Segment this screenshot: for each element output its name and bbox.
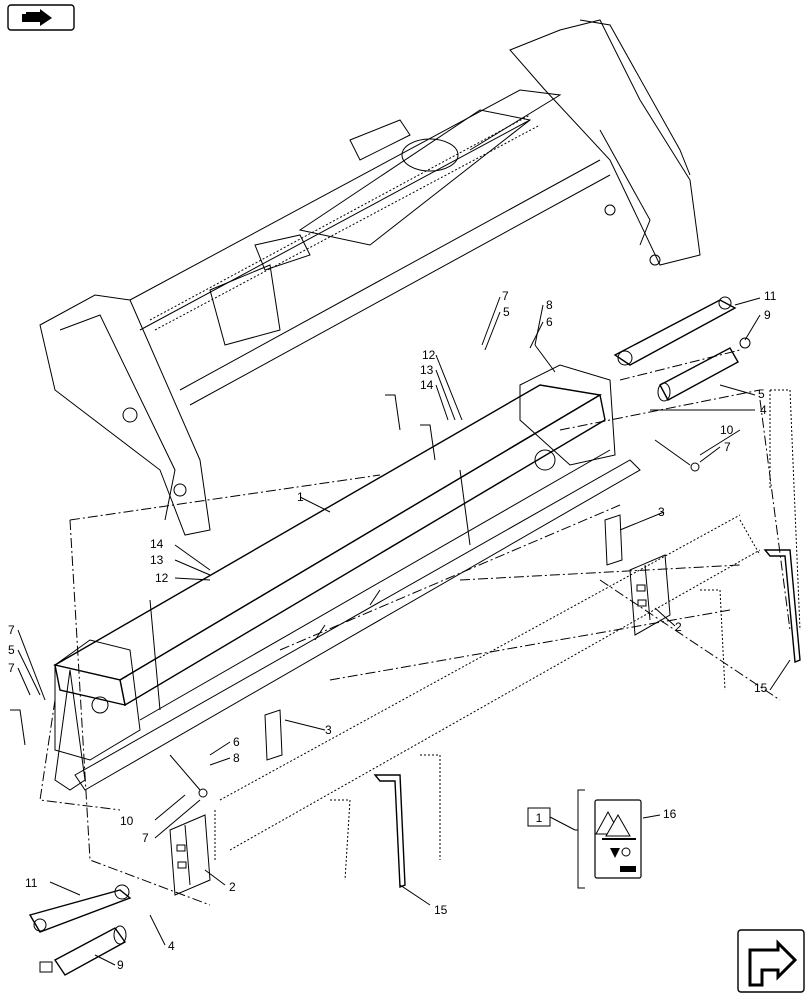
link-11-bottom	[28, 884, 132, 933]
tine-brackets	[214, 389, 801, 881]
hitch-bracket-left	[169, 814, 211, 896]
callout-5-top: 5	[503, 305, 510, 319]
callout-10-right: 10	[720, 423, 734, 437]
callout-5-left: 5	[8, 643, 15, 657]
callout-7-top: 7	[502, 289, 509, 303]
callout-8-left: 8	[233, 751, 240, 765]
callout-4-right: 4	[760, 403, 767, 417]
callout-7-left-b: 7	[8, 661, 15, 675]
callout-7-left-a: 7	[8, 623, 15, 637]
callout-1: 1	[297, 490, 304, 504]
callout-12-top: 12	[422, 348, 436, 362]
next-page-arrow-icon[interactable]	[737, 929, 805, 993]
callout-7-right: 7	[724, 440, 731, 454]
callout-15-right: 15	[754, 681, 768, 695]
pin-10-left	[169, 754, 208, 798]
callouts: 1 2 2 3 3 4 4 5 5 5 6 6 7 7 7 7 7 8 8 9 …	[8, 289, 777, 972]
bar-15-right	[763, 549, 801, 663]
callout-16: 16	[663, 807, 677, 821]
callout-3-right: 3	[658, 505, 665, 519]
callout-6-left: 6	[233, 735, 240, 749]
bar-15-left	[373, 774, 406, 889]
callout-4-left: 4	[168, 939, 175, 953]
main-beam	[53, 364, 641, 791]
cylinder-9-bottom	[39, 925, 127, 976]
machine-frame	[39, 19, 701, 536]
callout-9-top: 9	[764, 308, 771, 322]
u-bolts	[10, 394, 436, 746]
kit-box: 1	[527, 789, 585, 889]
bracket-3-right	[604, 514, 623, 566]
cylinder-9-top	[657, 337, 751, 402]
callout-2-right: 2	[675, 620, 682, 634]
callout-9-bottom: 9	[117, 958, 124, 972]
callout-8-top: 8	[546, 298, 553, 312]
callout-5-right: 5	[758, 387, 765, 401]
pin-6-top	[534, 344, 556, 373]
callout-2-left: 2	[229, 880, 236, 894]
callout-13-left: 13	[150, 553, 164, 567]
callout-12-left: 12	[155, 571, 169, 585]
callout-14-left: 14	[150, 537, 164, 551]
callout-11-top: 11	[764, 289, 777, 303]
callout-13-top: 13	[420, 363, 434, 377]
leader-lines	[17, 296, 791, 966]
callout-10-left: 10	[120, 814, 134, 828]
bracket-3-left	[264, 709, 283, 761]
safety-decal-16	[594, 799, 661, 879]
callout-3-left: 3	[325, 723, 332, 737]
book-pointer-icon[interactable]	[7, 4, 75, 31]
kit-box-label: 1	[536, 811, 543, 825]
hitch-bracket-right	[629, 554, 671, 636]
callout-11-bottom: 11	[25, 876, 38, 890]
link-11-top	[613, 296, 737, 366]
callout-6-top: 6	[546, 315, 553, 329]
exploded-view-lines	[39, 349, 791, 906]
callout-7-bottom: 7	[142, 831, 149, 845]
callout-14-top: 14	[420, 378, 434, 392]
pin-10-right	[654, 439, 700, 472]
callout-15-left: 15	[434, 903, 448, 917]
